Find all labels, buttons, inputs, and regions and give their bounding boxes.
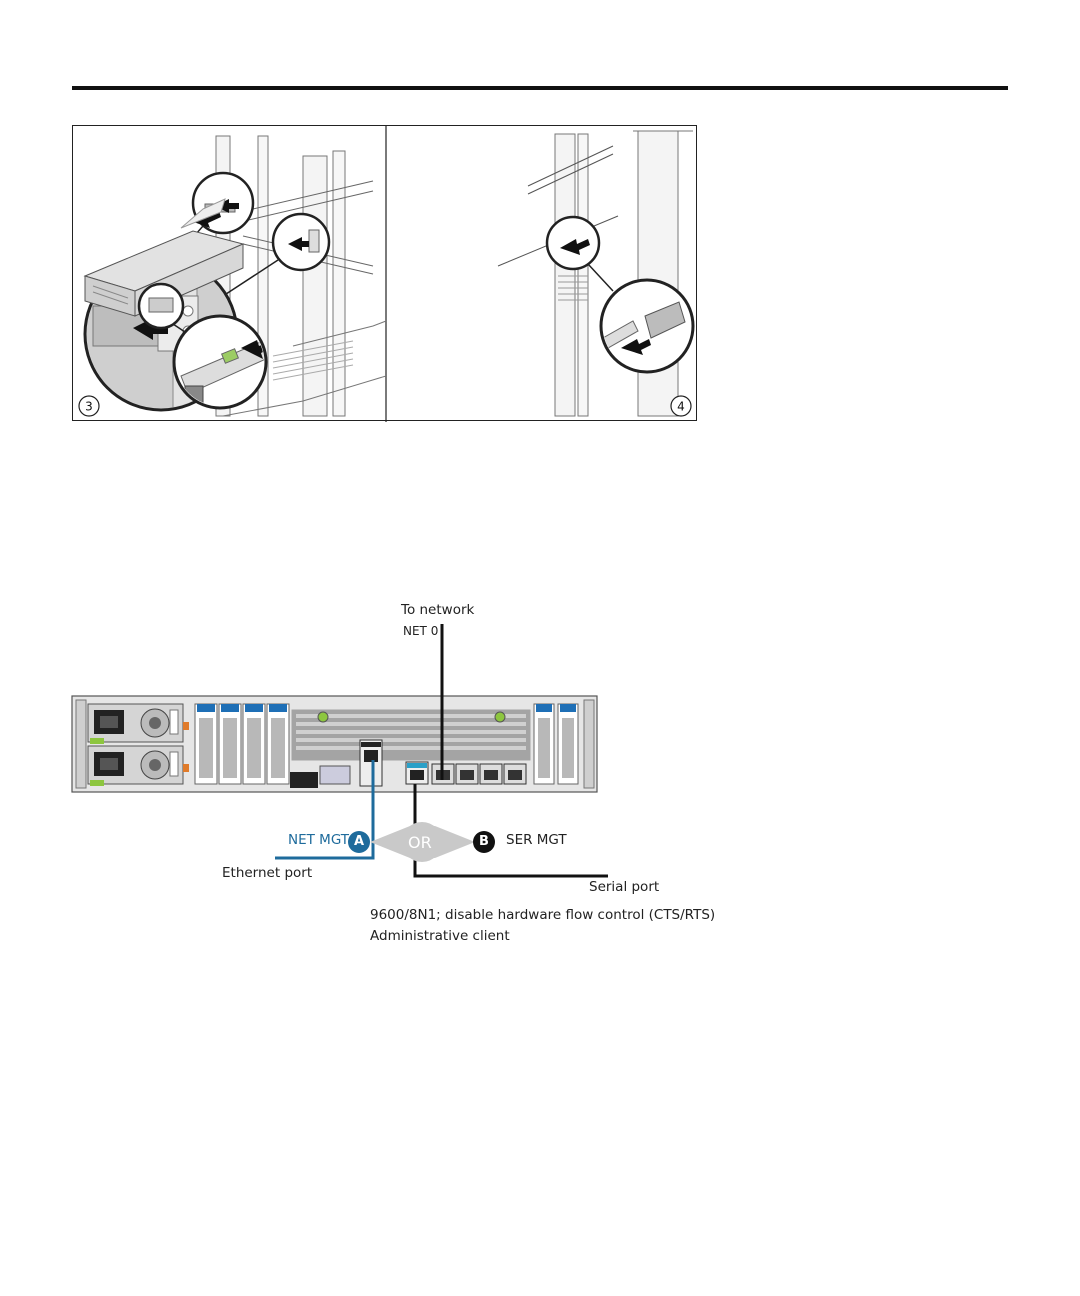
serial-port-label: Serial port [589, 881, 659, 895]
ser-mgt-label: SER MGT [506, 834, 567, 848]
rail-install-illustration: 3 [73, 126, 698, 422]
rear-panel-illustration [70, 600, 690, 960]
usb-ports [290, 772, 318, 788]
rail-install-figure: 3 [72, 125, 697, 421]
serial-settings-label: 9600/8N1; disable hardware flow control … [370, 909, 715, 923]
administrative-client-label: Administrative client [370, 930, 510, 944]
step-4-number: 4 [677, 400, 685, 414]
to-network-label: To network [401, 604, 474, 618]
badge-a: A [348, 831, 370, 853]
ethernet-port-label: Ethernet port [222, 867, 312, 881]
net-mgt-label: NET MGT [288, 834, 349, 848]
badge-b: B [473, 831, 495, 853]
vga-port [320, 766, 350, 784]
step-3-number: 3 [85, 400, 93, 414]
net0-label: NET 0 [403, 625, 438, 637]
panel-step-4-drawing [85, 131, 693, 416]
rear-panel-cabling-figure: To network NET 0 NET MGT A OR B SER MGT … [70, 600, 690, 960]
or-label: OR [408, 835, 432, 851]
header-rule [72, 86, 1008, 90]
